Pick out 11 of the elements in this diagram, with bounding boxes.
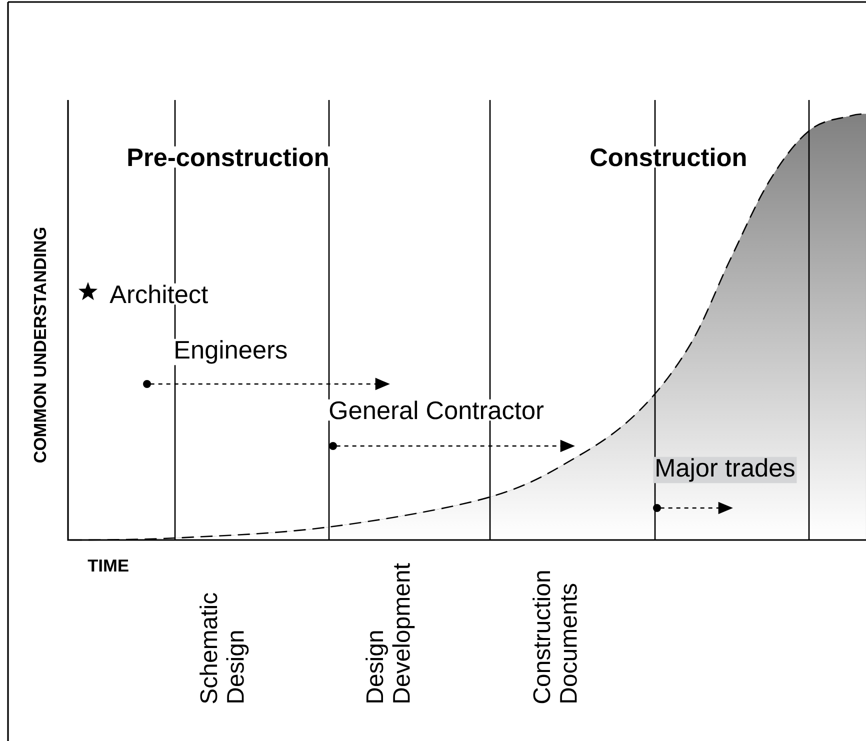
axis-label: COMMON UNDERSTANDING	[32, 225, 48, 465]
role-label: Major trades	[653, 456, 797, 484]
stage-label: Design Development	[366, 563, 415, 702]
axis-label: TIME	[88, 560, 128, 572]
role-label: Architect	[108, 283, 210, 305]
stage-label: Construction Documents	[532, 571, 577, 704]
role-label: General Contractor	[327, 399, 546, 421]
phase-heading: Pre-construction	[125, 146, 331, 168]
role-label: Engineers	[172, 338, 290, 366]
stage-label: Schematic Design	[200, 592, 249, 704]
phase-heading: Construction	[588, 146, 749, 168]
